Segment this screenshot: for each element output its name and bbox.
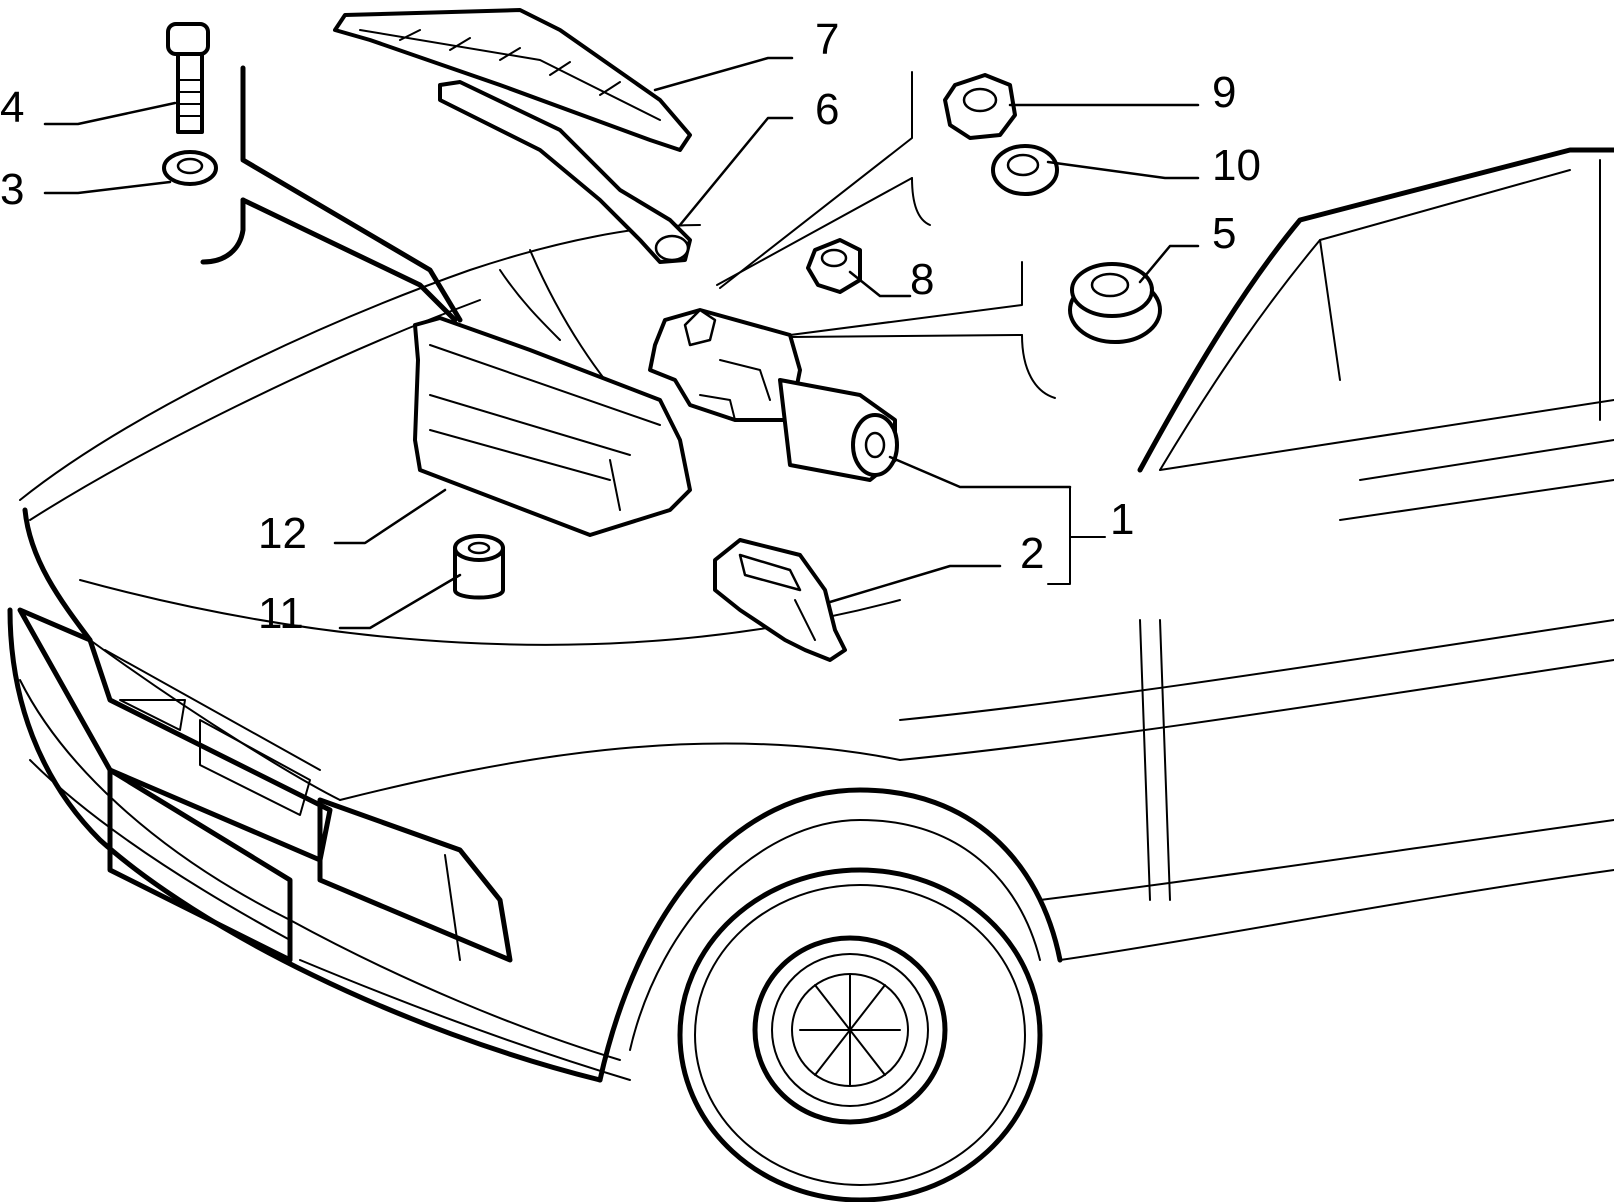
- cowl-cover: [413, 316, 692, 537]
- leader-6: [678, 116, 794, 227]
- callout-7: 7: [815, 15, 839, 64]
- leader-5: [1138, 244, 1200, 284]
- callout-3: 3: [0, 165, 24, 214]
- callout-12: 12: [258, 509, 307, 558]
- callout-4: 4: [0, 83, 24, 132]
- motor-bracket: [713, 538, 847, 662]
- car-body: [7, 147, 1614, 1083]
- callout-9: 9: [1212, 68, 1236, 117]
- leader-8: [848, 270, 912, 298]
- leader-10: [1046, 160, 1200, 180]
- leader-11: [338, 573, 462, 630]
- bushing: [453, 534, 505, 600]
- callout-1: 1: [1110, 495, 1134, 544]
- leader-lines: [43, 56, 1200, 630]
- leader-2: [828, 564, 1002, 604]
- leader-4: [43, 101, 177, 126]
- wiper-motor: [648, 308, 899, 482]
- washer-small: [162, 150, 218, 186]
- front-wheel: [677, 867, 1043, 1202]
- bolt: [166, 22, 210, 134]
- leader-12: [333, 488, 447, 545]
- callout-labels: 4 3 7 6 9 10 5 8 1 2 12 11: [0, 15, 1261, 638]
- grommet: [1068, 262, 1162, 344]
- leader-7: [653, 56, 794, 92]
- washer-large: [991, 144, 1059, 196]
- callout-11: 11: [258, 589, 304, 638]
- callout-5: 5: [1212, 209, 1236, 258]
- callout-8: 8: [910, 255, 934, 304]
- leader-3: [43, 180, 172, 195]
- spindle-nut: [806, 238, 862, 294]
- callout-10: 10: [1212, 141, 1261, 190]
- grouping-lines: [200, 65, 1106, 585]
- leader-1-motor: [888, 455, 1072, 489]
- wiper-arm: [438, 80, 692, 264]
- nut: [943, 73, 1017, 140]
- wiper-blade: [333, 8, 692, 152]
- callout-6: 6: [815, 85, 839, 134]
- callout-2: 2: [1020, 529, 1044, 578]
